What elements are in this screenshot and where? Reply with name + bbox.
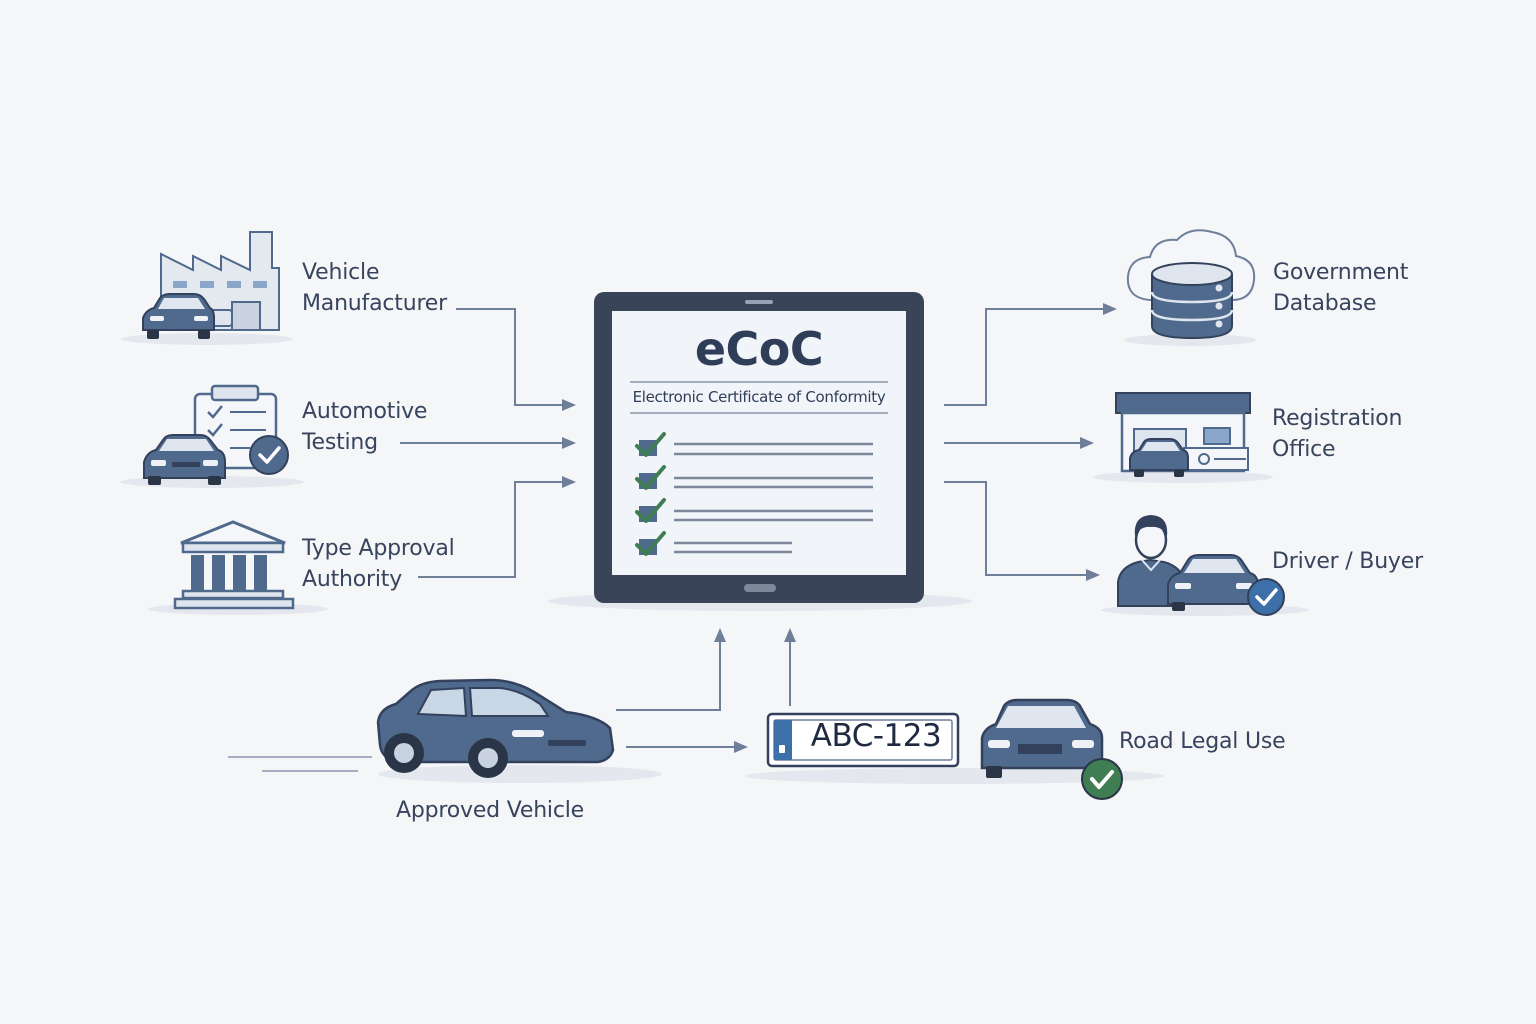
approved-vehicle-icon [376, 678, 615, 778]
connectors [228, 303, 1117, 772]
label-line: Testing [302, 430, 378, 455]
label-line: Government [1273, 260, 1409, 285]
target-label-database: Government Database [1273, 257, 1408, 319]
label-line: Driver / Buyer [1272, 549, 1423, 574]
label-line: Vehicle [302, 260, 380, 285]
source-label-testing: Automotive Testing [302, 396, 427, 458]
arrow-authority-to-ecoc [418, 476, 576, 578]
plate-number: ABC-123 [810, 718, 942, 754]
target-label-driver: Driver / Buyer [1272, 546, 1423, 577]
source-label-authority: Type Approval Authority [302, 533, 455, 595]
label-line: Type Approval [302, 536, 455, 561]
label-line: Office [1272, 437, 1336, 462]
approved-vehicle-label: Approved Vehicle [396, 798, 584, 823]
ecoc-title: eCoC [694, 322, 824, 376]
source-label-manufacturer: Vehicle Manufacturer [302, 257, 447, 319]
driver-icon [1117, 515, 1285, 616]
label-line: Registration [1272, 406, 1403, 431]
road-legal-car-icon [980, 698, 1123, 800]
factory-icon [142, 231, 280, 339]
license-plate [766, 712, 960, 768]
arrow-vehicle-to-ecoc [616, 628, 726, 711]
target-label-registration: Registration Office [1272, 403, 1402, 465]
ecoc-subtitle: Electronic Certificate of Conformity [632, 388, 886, 406]
cloud-database-icon [1126, 229, 1256, 340]
government-building-icon [173, 520, 295, 610]
arrow-manufacturer-to-ecoc [456, 308, 576, 411]
arrow-ecoc-to-driver [944, 481, 1100, 581]
label-line: Database [1273, 291, 1377, 316]
label-line: Authority [302, 567, 403, 592]
label-line: Manufacturer [302, 291, 447, 316]
registration-office-icon [1115, 392, 1251, 477]
ecoc-tablet [594, 292, 924, 603]
test-checklist-icon [143, 384, 289, 485]
tablet-checklist [635, 432, 873, 556]
arrow-ecoc-to-database [944, 303, 1117, 406]
label-line: Automotive [302, 399, 428, 424]
road-legal-label: Road Legal Use [1119, 729, 1286, 754]
